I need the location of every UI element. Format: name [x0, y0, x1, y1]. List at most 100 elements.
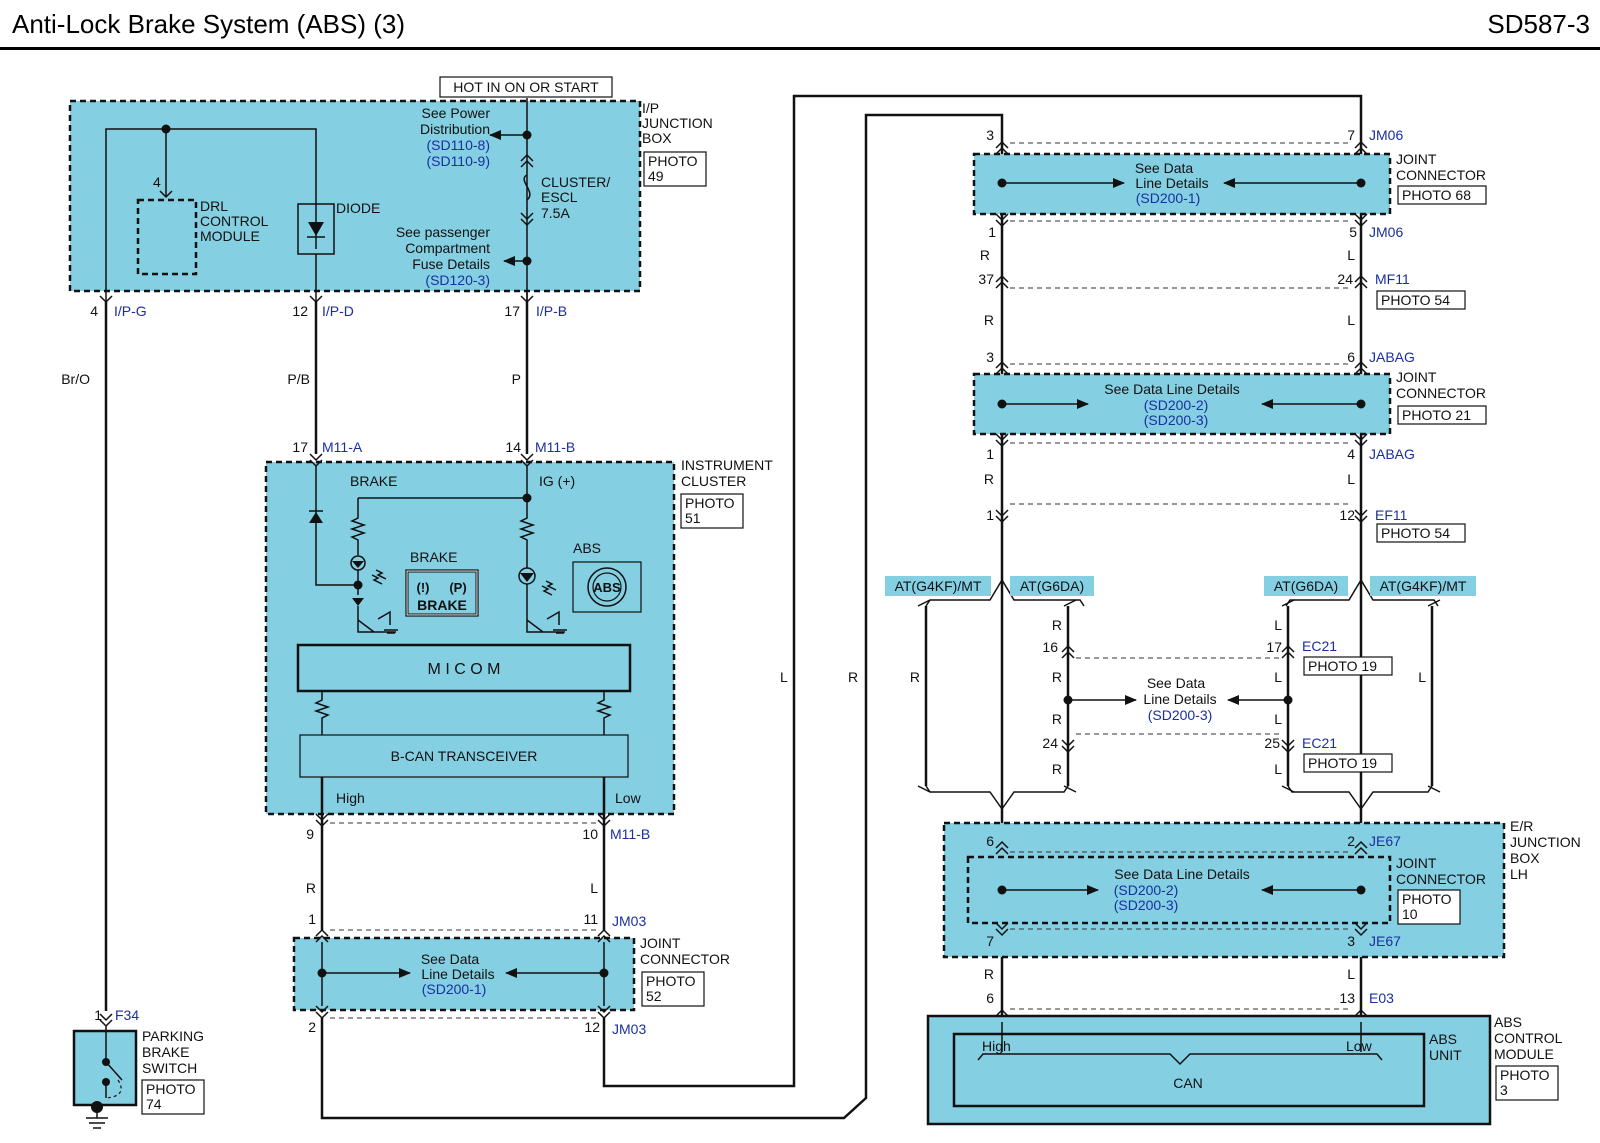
m11b-low-conn[interactable]: M11-B	[610, 826, 650, 842]
f34-conn[interactable]: F34	[115, 1007, 139, 1023]
variant-g4kf-left	[885, 576, 991, 596]
ec21-top-conn[interactable]: EC21	[1302, 638, 1337, 654]
abs-mod-2: CONTROL	[1494, 1030, 1563, 1046]
abs-unit	[952, 1032, 1426, 1108]
jm03-bot-conn[interactable]: JM03	[612, 1021, 646, 1037]
jabag-bottom-pins	[995, 433, 1368, 448]
ec21-bot-conn[interactable]: EC21	[1302, 735, 1337, 751]
jabag-bot-conn[interactable]: JABAG	[1369, 446, 1415, 462]
je67-bot-conn[interactable]: JE67	[1369, 933, 1401, 949]
brake-resistor	[349, 498, 367, 555]
ec21-see-1: See Data	[1147, 675, 1206, 691]
abs-mod-1: ABS	[1494, 1014, 1522, 1030]
jabag-see-2[interactable]: (SD200-2)	[1144, 397, 1209, 413]
ec21-top-right-pin: 17	[1266, 639, 1282, 655]
fuse-3: 7.5A	[541, 205, 570, 221]
jm06-top-left-pin: 3	[986, 127, 994, 143]
abs-icon-ring	[587, 567, 627, 607]
pc-1: See passenger	[396, 224, 491, 240]
parking-name-1: PARKING	[142, 1028, 204, 1044]
drl-name-3: MODULE	[200, 228, 260, 244]
pd-3[interactable]: (SD110-8)	[426, 137, 490, 153]
pc-3: Fuse Details	[412, 256, 490, 272]
hot-label: HOT IN ON OR START	[453, 79, 599, 95]
m11a-pin: 17	[292, 439, 308, 455]
sheet-code: SD587-3	[1487, 9, 1590, 39]
abs-unit-2: UNIT	[1429, 1047, 1462, 1063]
je67-photo-box	[1397, 889, 1461, 925]
je67-see-3[interactable]: (SD200-3)	[1114, 897, 1179, 913]
abs-led-arrow	[520, 573, 534, 582]
ef11-right-pin: 12	[1339, 507, 1355, 523]
mf11-conn[interactable]: MF11	[1375, 271, 1410, 287]
cluster-name-1: INSTRUMENT	[681, 457, 773, 473]
ipd-conn[interactable]: I/P-D	[322, 303, 354, 319]
jm06-see-3[interactable]: (SD200-1)	[1136, 190, 1201, 206]
jm03-see-3[interactable]: (SD200-1)	[422, 981, 487, 997]
brake-icon-bg	[407, 571, 477, 615]
brake-icon-text: BRAKE	[417, 597, 467, 613]
je67-bottom-pins	[995, 922, 1368, 937]
jabag-see-1: See Data Line Details	[1104, 381, 1239, 397]
cluster-photo-1: PHOTO	[685, 495, 735, 511]
brake-led-rays	[371, 569, 387, 585]
e03-l-label: L	[1347, 966, 1355, 982]
abs-transistor	[526, 584, 567, 634]
pin-high: 9	[306, 826, 314, 842]
ground-symbol	[86, 1107, 108, 1129]
parking-name-3: SWITCH	[142, 1060, 197, 1076]
ef11-pins	[995, 509, 1368, 524]
m11b-conn[interactable]: M11-B	[535, 439, 575, 455]
e03-left-pin: 6	[986, 990, 994, 1006]
cluster-photo-2: 51	[685, 510, 701, 526]
abs-high: High	[982, 1038, 1011, 1054]
je67-top-pins	[995, 840, 1368, 855]
jm06-bottom-pins	[995, 213, 1368, 228]
ef11-conn[interactable]: EF11	[1375, 507, 1408, 523]
pd-4[interactable]: (SD110-9)	[426, 153, 490, 169]
ec21-bot-photo-box	[1303, 753, 1393, 773]
brake-icon-glyph-2: (P)	[449, 580, 466, 595]
je67-top-right-pin: 2	[1347, 833, 1355, 849]
mf11-r-label: R	[984, 312, 994, 328]
ig-label: IG (+)	[539, 473, 575, 489]
je67-see-2[interactable]: (SD200-2)	[1114, 882, 1179, 898]
e03-conn[interactable]: E03	[1369, 990, 1394, 1006]
variant-g4kf-right-label: AT(G4KF)/MT	[1380, 578, 1467, 594]
jabag-top-conn[interactable]: JABAG	[1369, 349, 1415, 365]
ec21-see-2: Line Details	[1143, 691, 1216, 707]
jm06-see-1: See Data	[1135, 160, 1194, 176]
abs-icon-text: ABS	[593, 580, 621, 595]
jm03-top-conn[interactable]: JM03	[612, 913, 646, 929]
long-wire-r	[320, 113, 1004, 1120]
ipb-conn[interactable]: I/P-B	[536, 303, 567, 319]
parking-photo-1: PHOTO	[146, 1081, 196, 1097]
jm06-bot-conn[interactable]: JM06	[1369, 224, 1403, 240]
m11a-conn[interactable]: M11-A	[322, 439, 363, 455]
er-name-2: JUNCTION	[1510, 834, 1581, 850]
pc-4[interactable]: (SD120-3)	[425, 272, 490, 288]
bcan-transceiver	[299, 734, 629, 778]
long-wire-l-label: L	[780, 669, 788, 685]
abs-photo-1: PHOTO	[1500, 1067, 1550, 1083]
jm06-see-2: Line Details	[1135, 175, 1208, 191]
pin-low: 10	[582, 826, 598, 842]
ipjb-name-2: JUNCTION	[642, 115, 713, 131]
wire-br-o-label: Br/O	[61, 371, 90, 387]
wire-p-b-label: P/B	[287, 371, 310, 387]
cluster-photo-box	[680, 493, 744, 529]
ec21-see-3[interactable]: (SD200-3)	[1148, 707, 1213, 723]
parking-name-2: BRAKE	[142, 1044, 189, 1060]
jabag-see-3[interactable]: (SD200-3)	[1144, 412, 1209, 428]
ipg-conn[interactable]: I/P-G	[114, 303, 147, 319]
mid-r-label: R	[306, 880, 316, 896]
jm06-top-right-pin: 7	[1347, 127, 1355, 143]
ef11-photo: PHOTO 54	[1381, 525, 1450, 541]
je67-top-conn[interactable]: JE67	[1369, 833, 1401, 849]
jm06-top-conn[interactable]: JM06	[1369, 127, 1403, 143]
brake-transistor	[357, 606, 398, 634]
jm03-name-1: JOINT	[640, 935, 681, 951]
jm03-see-1: See Data	[421, 951, 480, 967]
can-high-label: High	[336, 790, 365, 806]
